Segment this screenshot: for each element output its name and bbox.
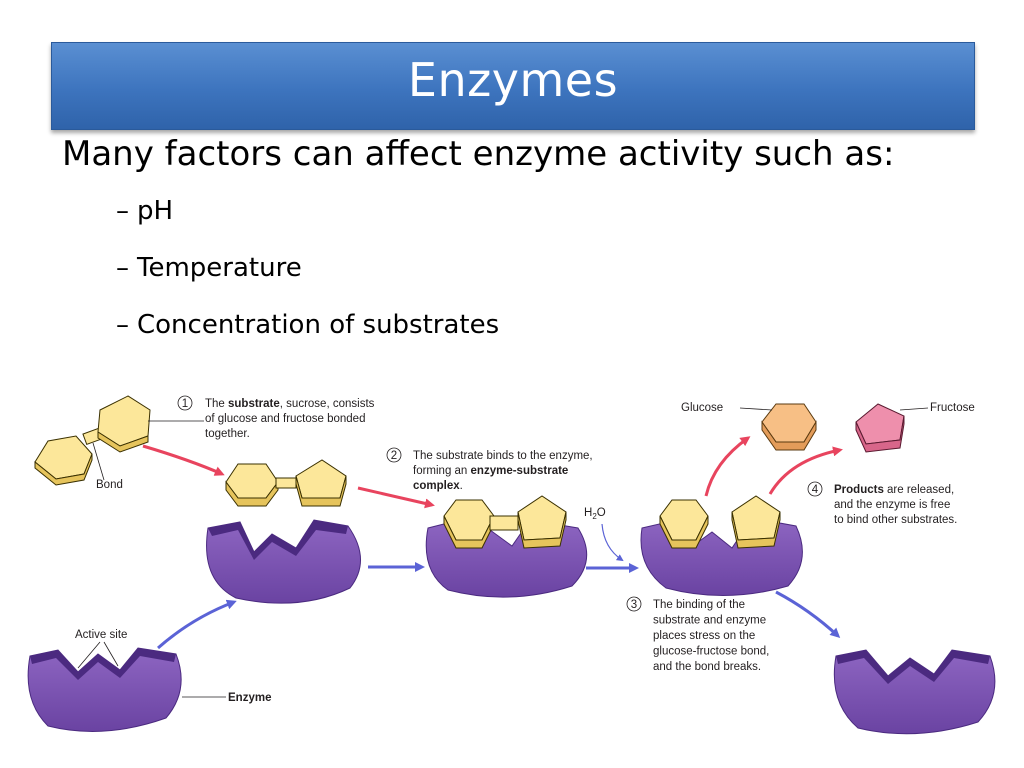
fructose-label: Fructose — [930, 402, 975, 414]
bullet-ph: –pH — [116, 196, 174, 226]
arrow-to-complex — [357, 486, 435, 509]
arrow-glucose-release — [704, 436, 751, 497]
bullet-concentration: –Concentration of substrates — [116, 310, 500, 340]
svg-text:4: 4 — [812, 484, 819, 496]
arrow-enzyme-rises — [157, 599, 237, 650]
step-4-text: Products are released,and the enzyme is … — [834, 484, 957, 526]
arrow-water — [601, 523, 624, 562]
enzyme-free-bottom-right — [833, 649, 996, 735]
enzyme-substrate-complex — [425, 495, 588, 598]
step-4: 4 Products are released,and the enzyme i… — [807, 481, 957, 526]
svg-text:3: 3 — [631, 599, 637, 611]
step-2-text: The substrate binds to the enzyme,formin… — [413, 450, 593, 492]
arrow-substrate-approach — [142, 444, 225, 476]
sucrose-substrate-approaching — [225, 459, 347, 507]
water-label: H2O — [584, 507, 606, 521]
bullet-temperature: –Temperature — [116, 253, 302, 283]
svg-text:2: 2 — [391, 450, 397, 462]
arrow-fructose-release — [768, 446, 843, 495]
enzyme-free-bottom-left — [27, 647, 182, 732]
enzyme-with-products — [640, 495, 803, 596]
fructose-product — [855, 403, 905, 453]
sucrose-substrate-free — [34, 395, 151, 486]
step-2: 2 The substrate binds to the enzyme,form… — [386, 447, 593, 492]
title-banner: Enzymes — [51, 42, 975, 130]
glucose-product — [761, 403, 817, 451]
factor-list: –pH –Temperature –Concentration of subst… — [116, 196, 499, 367]
intro-text: Many factors can affect enzyme activity … — [62, 134, 895, 174]
bond-label: Bond — [96, 479, 123, 491]
svg-text:1: 1 — [182, 398, 188, 410]
enzyme-free-top — [206, 519, 361, 604]
arrow-enzyme-freed — [775, 590, 841, 639]
slide-title: Enzymes — [407, 53, 619, 107]
active-site-label: Active site — [75, 629, 127, 641]
enzyme-label: Enzyme — [228, 692, 271, 704]
glucose-label: Glucose — [681, 402, 723, 414]
